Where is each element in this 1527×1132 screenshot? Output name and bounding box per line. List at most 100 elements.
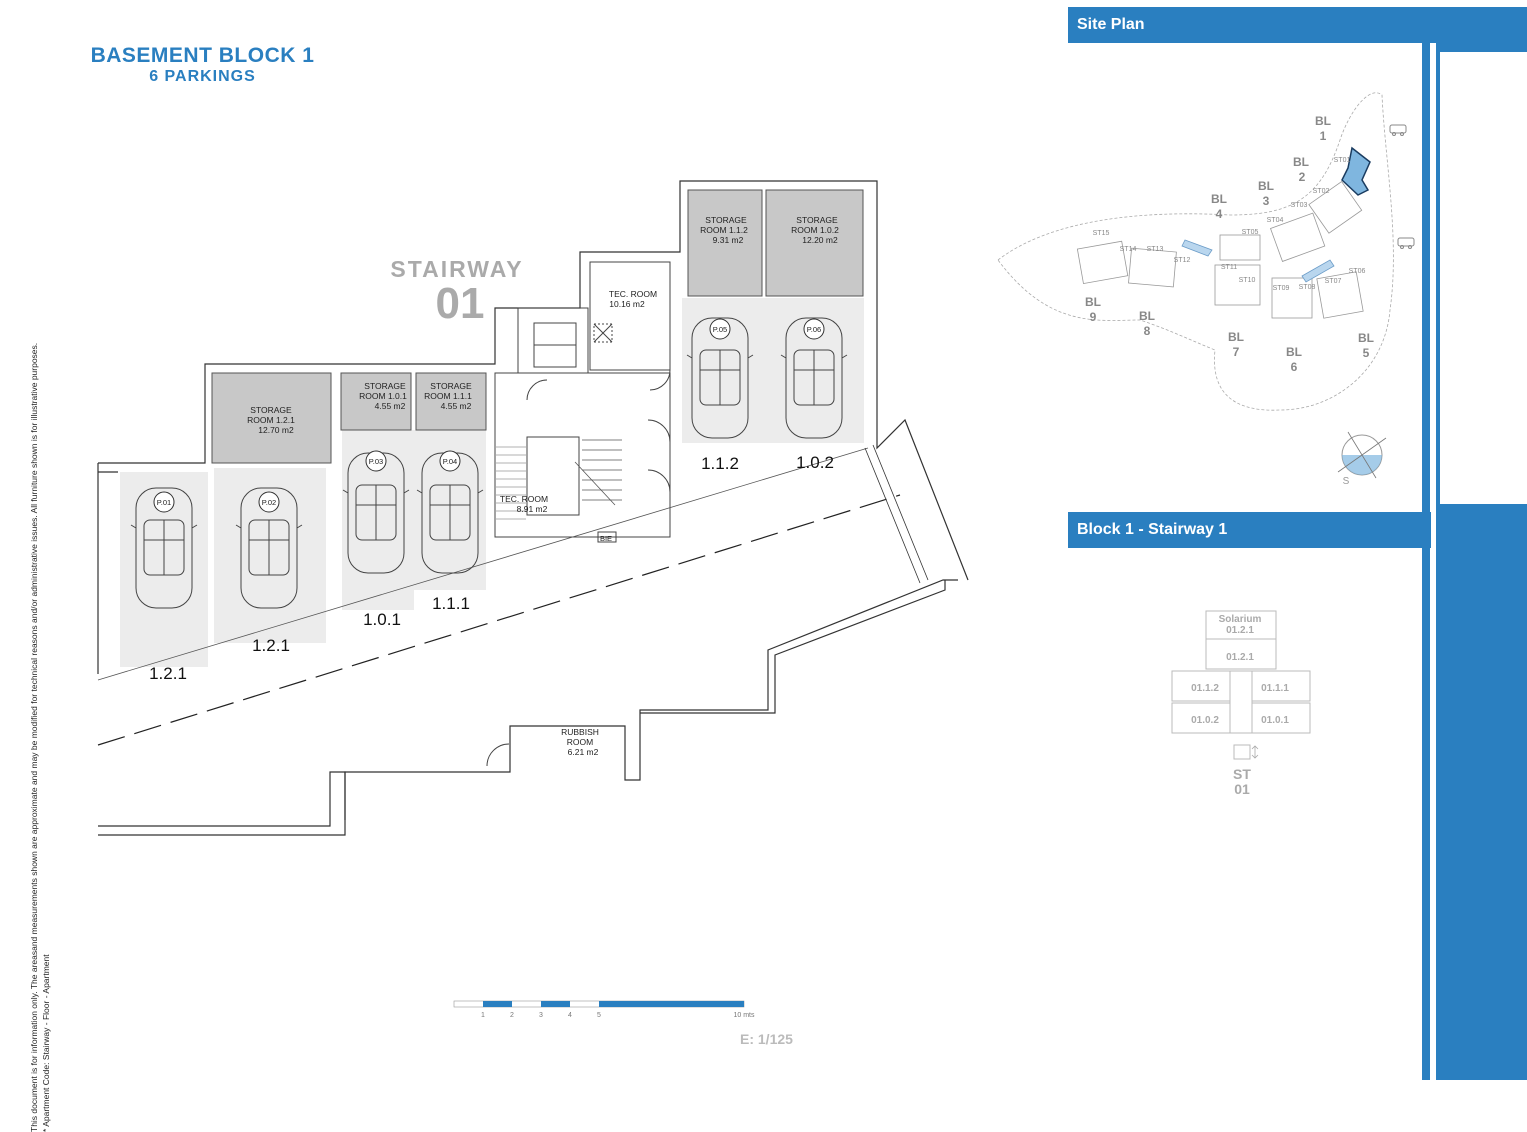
outer-walls: [97, 180, 969, 836]
scale-tick-5: 5: [597, 1012, 601, 1019]
car-icon: [1397, 237, 1415, 249]
unit-0111-label: 01.1.1: [1261, 683, 1289, 694]
storage-room-112: [687, 189, 763, 297]
parking-code-p02: 1.2.1: [252, 636, 290, 655]
scale-tick-4: 4: [568, 1012, 572, 1019]
site-boundary: [997, 92, 1394, 411]
car-p01: [130, 487, 198, 609]
right-top-bar: [1440, 42, 1527, 52]
site-bl2-a: BL: [1293, 155, 1309, 169]
site-st03: ST03: [1291, 202, 1308, 209]
site-buildings: [1076, 181, 1364, 319]
unit-0112-box: [1171, 670, 1240, 702]
tech-room-upper-area: 10.16 m2: [609, 299, 645, 309]
parking-code-p04: 1.1.1: [432, 594, 470, 613]
parking-tag-p05: P.05: [713, 325, 727, 334]
stairway-label: STAIRWAY: [390, 256, 523, 282]
scale-bar: 1 2 3 4 5 10 mts: [453, 1000, 755, 1019]
page-title: BASEMENT BLOCK 1 6 PARKINGS: [60, 44, 345, 87]
rubbish-room-name: RUBBISH: [561, 727, 599, 737]
tech-room-lower-name: TEC. ROOM: [500, 494, 548, 504]
site-plan-header: Site Plan: [1068, 7, 1527, 43]
site-bl3-b: 3: [1263, 194, 1270, 208]
site-bl5-b: 5: [1363, 346, 1370, 360]
parking-tag-p02: P.02: [262, 498, 276, 507]
site-plan-map: BL 1 BL 2 BL 3 BL 4 BL 5 BL 6 BL 7 BL 8 …: [997, 92, 1415, 487]
unit-solarium-box: [1205, 610, 1277, 640]
site-bl6-b: 6: [1291, 360, 1298, 374]
elevator-icon: [1233, 744, 1251, 760]
site-st14: ST14: [1120, 246, 1137, 253]
storage-111-area: 4.55 m2: [441, 401, 472, 411]
parking-code-p01: 1.2.1: [149, 664, 187, 683]
ramp-edge: [97, 447, 869, 681]
site-st11: ST11: [1221, 264, 1237, 271]
storage-101-name: STORAGE: [364, 381, 406, 391]
storage-rooms: [211, 189, 864, 464]
block-1-highlight: [1341, 146, 1371, 196]
rubbish-room-room: ROOM: [567, 737, 593, 747]
site-block-labels: BL 1 BL 2 BL 3 BL 4 BL 5 BL 6 BL 7 BL 8 …: [1085, 114, 1374, 374]
scale-ratio: E: 1/125: [740, 1031, 793, 1047]
site-bl3-a: BL: [1258, 179, 1274, 193]
storage-101-area: 4.55 m2: [375, 401, 406, 411]
site-plan-header-text: Site Plan: [1077, 16, 1145, 33]
site-bl6-a: BL: [1286, 345, 1302, 359]
site-bl8-b: 8: [1144, 324, 1151, 338]
storage-101-room: ROOM 1.0.1: [359, 391, 407, 401]
storage-112-area: 9.31 m2: [713, 235, 744, 245]
elevator-shaft: [517, 307, 589, 374]
site-bl8-a: BL: [1139, 309, 1155, 323]
unit-0101-label: 01.0.1: [1261, 715, 1289, 726]
tech-room-upper: [589, 261, 671, 371]
unit-0102-label: 01.0.2: [1191, 715, 1219, 726]
parking-tag-circle-p04: [439, 450, 461, 472]
storage-111-room: ROOM 1.1.1: [424, 391, 472, 401]
site-bl9-b: 9: [1090, 310, 1097, 324]
block-unit-diagram: Solarium 01.2.1 01.2.1 01.1.2 01.1.1 01.…: [1171, 610, 1311, 797]
compass-icon: S: [1337, 431, 1387, 487]
right-frame-bar: [1422, 42, 1430, 1080]
title-main: BASEMENT BLOCK 1: [90, 44, 315, 67]
unit-0101-box: [1242, 702, 1311, 734]
site-bl5-a: BL: [1358, 331, 1374, 345]
parking-code-p05: 1.1.2: [701, 454, 739, 473]
scale-tick-2: 2: [510, 1012, 514, 1019]
site-bl1-b: 1: [1320, 129, 1327, 143]
site-bl9-a: BL: [1085, 295, 1101, 309]
parking-tag-circle-p06: [803, 318, 825, 340]
storage-121-room: ROOM 1.2.1: [247, 415, 295, 425]
site-st09: ST09: [1273, 285, 1290, 292]
car-icon: [1389, 124, 1407, 136]
ramp-grate: [864, 444, 929, 584]
unit-0112-label: 01.1.2: [1191, 683, 1219, 694]
storage-112-name: STORAGE: [705, 215, 747, 225]
car-p06: [780, 317, 848, 439]
site-st10: ST10: [1239, 277, 1256, 284]
ramp-centerline: [97, 494, 901, 746]
parking-tag-circle-p03: [365, 450, 387, 472]
parking-tag-circle-p01: [153, 491, 175, 513]
stairway-number: 01: [436, 279, 485, 328]
site-st08: ST08: [1299, 284, 1316, 291]
core-area: [494, 261, 671, 543]
site-bl1-a: BL: [1315, 114, 1331, 128]
site-st04: ST04: [1267, 217, 1284, 224]
parking-tag-circle-p02: [258, 491, 280, 513]
storage-room-121: [211, 372, 332, 464]
site-stairway-labels: ST01 ST02 ST03 ST04 ST05 ST06 ST07 ST08 …: [1093, 157, 1366, 292]
unit-0121-label: 01.2.1: [1226, 652, 1254, 663]
site-st06: ST06: [1349, 268, 1366, 275]
unit-0111-box: [1242, 670, 1311, 702]
compass-label: S: [1343, 476, 1350, 487]
rubbish-room-area: 6.21 m2: [568, 747, 599, 757]
unit-solarium-code: 01.2.1: [1226, 625, 1254, 636]
site-st12: ST12: [1174, 257, 1191, 264]
site-bl7-a: BL: [1228, 330, 1244, 344]
tech-room-lower: [526, 436, 580, 516]
bie-label: BIE: [600, 534, 612, 543]
storage-room-101: [340, 372, 412, 431]
unit-core-box: [1229, 670, 1253, 734]
scale-tick-3: 3: [539, 1012, 543, 1019]
unit-stair-label: ST: [1233, 766, 1251, 782]
